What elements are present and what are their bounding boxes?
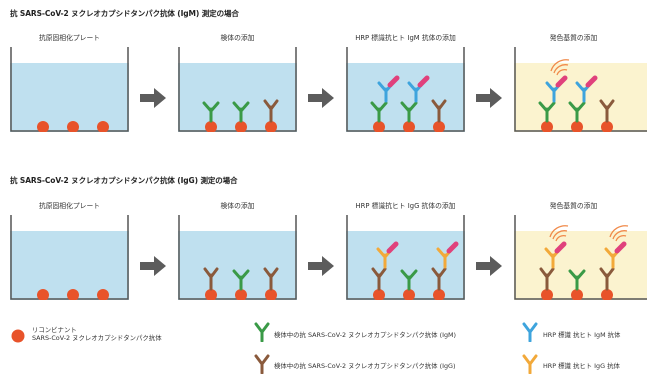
- igg-legend-icon: [254, 354, 270, 374]
- row-title-igg: 抗 SARS-CoV-2 ヌクレオカプシドタンパク抗体 (IgG) 測定の場合: [10, 176, 238, 185]
- antigen: [433, 121, 445, 132]
- legend-antigen-line2: SARS-CoV-2 ヌクレオカプシドタンパク抗体: [32, 334, 162, 342]
- igm-antibody-icon: [400, 269, 418, 291]
- igm-antibody-icon: [232, 101, 250, 123]
- antigen: [403, 121, 415, 132]
- step-label: 発色基質の添加: [549, 202, 598, 210]
- igg-antibody-icon: [599, 99, 615, 123]
- step-arrow: [308, 256, 334, 276]
- hrp-anti-igm-icon: [377, 75, 400, 103]
- igm-antibody-icon: [568, 101, 586, 123]
- hrp-anti-igm-icon: [545, 75, 568, 103]
- igg-antibody-icon: [431, 99, 447, 123]
- antigen: [433, 289, 445, 300]
- antigen: [97, 289, 109, 300]
- igm-antibody-icon: [232, 269, 250, 291]
- igg-antibody-icon: [263, 99, 279, 123]
- well-plate: [178, 215, 297, 300]
- hrp-anti-igm-icon: [407, 75, 430, 103]
- antigen-legend-icon: [11, 329, 25, 343]
- step-label: 検体の添加: [220, 34, 255, 42]
- hrp-igm-legend-icon: [522, 322, 538, 342]
- step-panel-igg-3: HRP 標識抗ヒト IgG 抗体の添加: [346, 200, 465, 300]
- hrp-anti-igm-icon: [575, 75, 598, 103]
- igm-antibody-icon: [538, 101, 556, 123]
- step-arrow: [140, 88, 166, 108]
- legend-igm-sample: 検体中の抗 SARS-CoV-2 ヌクレオカプシドタンパク抗体 (IgM): [274, 331, 457, 339]
- igg-antibody-icon: [371, 267, 387, 291]
- antigen: [265, 289, 277, 300]
- step-arrow: [476, 88, 502, 108]
- hrp-anti-igg-icon: [604, 241, 627, 269]
- antigen: [265, 121, 277, 132]
- igg-antibody-icon: [431, 267, 447, 291]
- igg-antibody-icon: [539, 267, 555, 291]
- igg-antibody-icon: [203, 267, 219, 291]
- igm-antibody-icon: [568, 269, 586, 291]
- step-label: 発色基質の添加: [549, 34, 598, 42]
- antigen: [37, 289, 49, 300]
- step-arrow: [308, 88, 334, 108]
- antigen: [571, 121, 583, 132]
- signal-icon: [609, 225, 629, 242]
- step-panel-igm-1: 抗原固相化プレート: [10, 32, 129, 132]
- antigen: [601, 289, 613, 300]
- step-label: HRP 標識抗ヒト IgG 抗体の添加: [355, 202, 456, 210]
- antigen: [541, 289, 553, 300]
- step-panel-igm-4: 発色基質の添加: [514, 32, 647, 132]
- well-plate: [10, 47, 129, 132]
- igg-antibody-icon: [263, 267, 279, 291]
- legend-antigen: リコンビナント SARS-CoV-2 ヌクレオカプシドタンパク抗体: [32, 326, 162, 342]
- antigen: [67, 289, 79, 300]
- antigen: [205, 121, 217, 132]
- step-arrow: [140, 256, 166, 276]
- legend-igg-sample: 検体中の抗 SARS-CoV-2 ヌクレオカプシドタンパク抗体 (IgG): [274, 362, 456, 370]
- step-label: 抗原固相化プレート: [38, 34, 101, 42]
- signal-icon: [549, 225, 569, 242]
- step-label: 抗原固相化プレート: [38, 202, 101, 210]
- antigen: [373, 289, 385, 300]
- antigen: [541, 121, 553, 132]
- step-panel-igg-1: 抗原固相化プレート: [10, 200, 129, 300]
- antigen: [403, 289, 415, 300]
- well-plate: [514, 47, 647, 132]
- step-panel-igm-3: HRP 標識抗ヒト IgM 抗体の添加: [346, 32, 465, 132]
- step-label: HRP 標識抗ヒト IgM 抗体の添加: [355, 34, 456, 42]
- hrp-anti-igg-icon: [376, 241, 399, 269]
- igm-legend-icon: [254, 322, 270, 342]
- legend-hrp-igg: HRP 標識 抗ヒト IgG 抗体: [543, 362, 620, 370]
- step-label: 検体の添加: [220, 202, 255, 210]
- antigen: [37, 121, 49, 132]
- hrp-anti-igg-icon: [436, 241, 459, 269]
- well-plate: [346, 47, 465, 132]
- signal-icon: [550, 59, 570, 76]
- row-title-igm: 抗 SARS-CoV-2 ヌクレオカプシドタンパク抗体 (IgM) 測定の場合: [10, 9, 239, 18]
- hrp-igg-legend-icon: [522, 354, 538, 374]
- antigen: [205, 289, 217, 300]
- igm-antibody-icon: [202, 101, 220, 123]
- well-plate: [178, 47, 297, 132]
- step-panel-igg-4: 発色基質の添加: [514, 200, 647, 300]
- antigen: [235, 289, 247, 300]
- antigen: [235, 121, 247, 132]
- hrp-anti-igg-icon: [544, 241, 567, 269]
- antigen: [601, 121, 613, 132]
- well-plate: [346, 215, 465, 300]
- igg-antibody-icon: [599, 267, 615, 291]
- well-plate: [10, 215, 129, 300]
- step-arrow: [476, 256, 502, 276]
- step-panel-igm-2: 検体の添加: [178, 32, 297, 132]
- antigen: [373, 121, 385, 132]
- antigen: [571, 289, 583, 300]
- antigen: [97, 121, 109, 132]
- step-panel-igg-2: 検体の添加: [178, 200, 297, 300]
- well-plate: [514, 215, 647, 300]
- legend-antigen-line1: リコンビナント: [32, 326, 77, 334]
- igm-antibody-icon: [370, 101, 388, 123]
- igm-antibody-icon: [400, 101, 418, 123]
- antigen: [67, 121, 79, 132]
- legend-hrp-igm: HRP 標識 抗ヒト IgM 抗体: [543, 331, 621, 339]
